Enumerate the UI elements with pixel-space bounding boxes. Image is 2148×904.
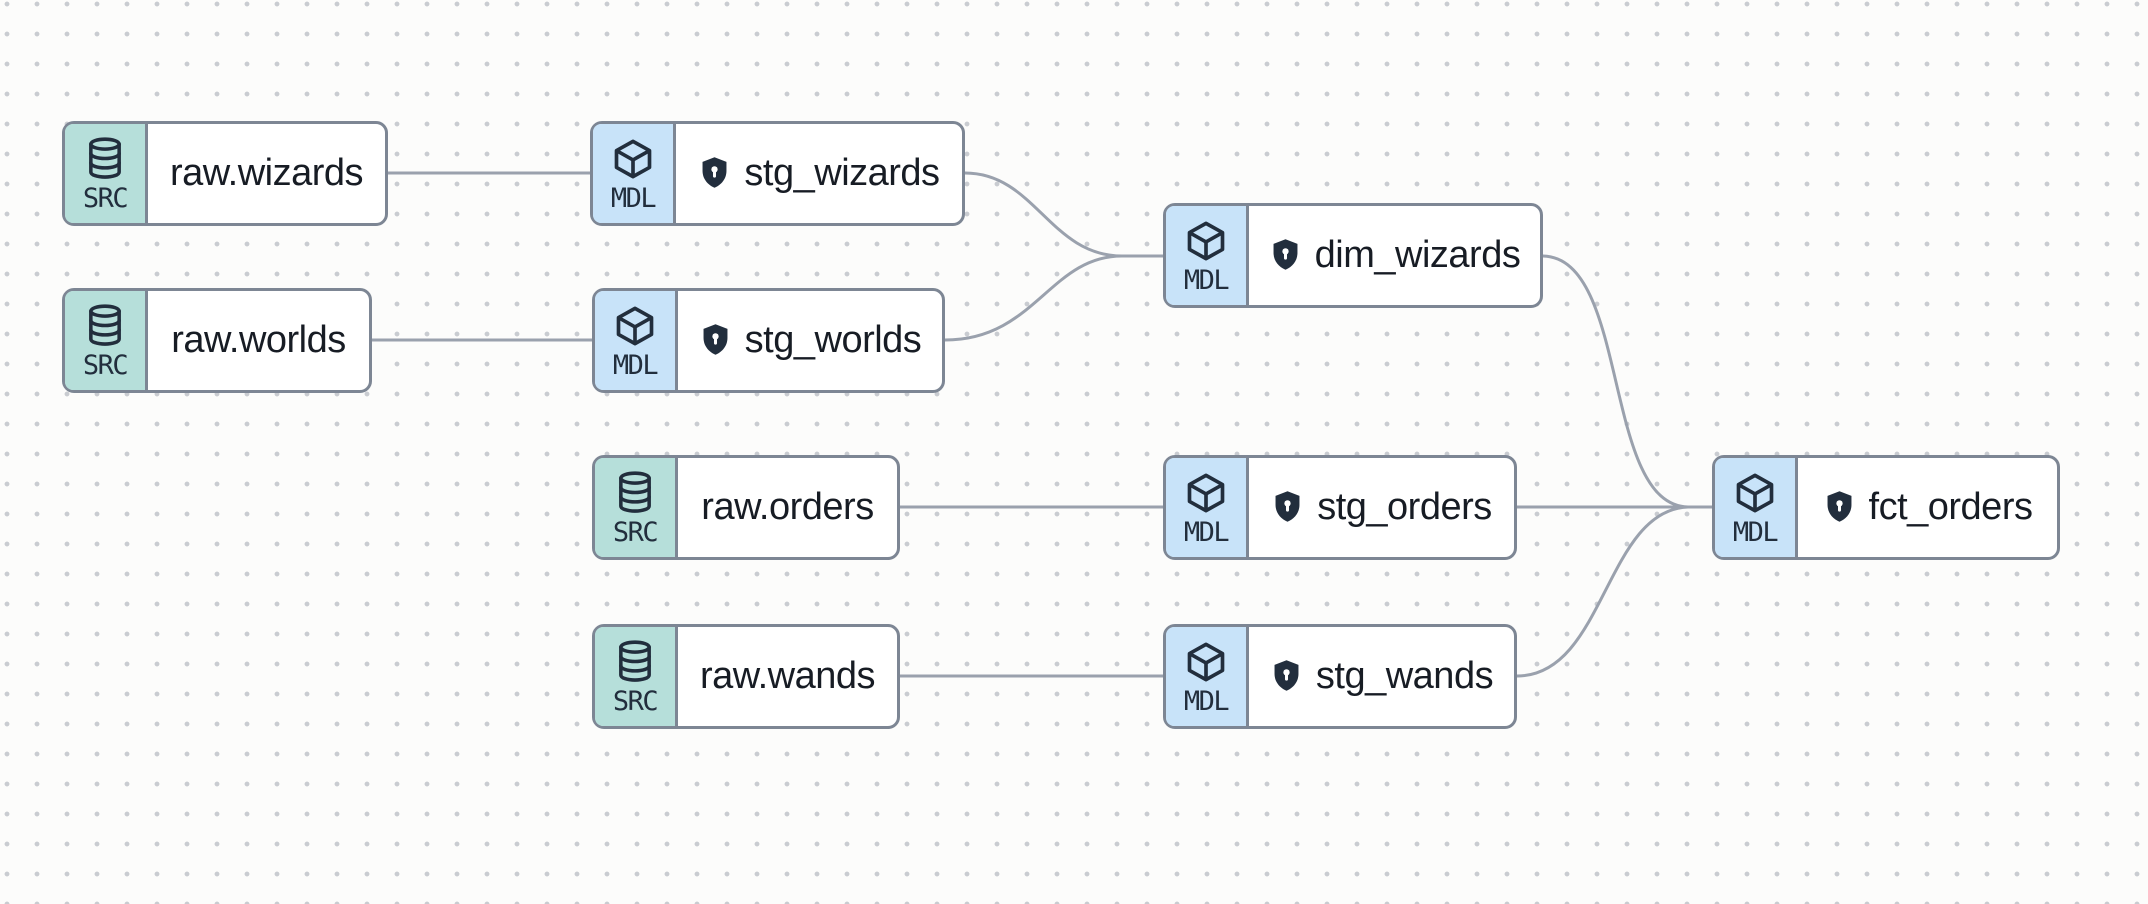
edge-stg_wands-to-fct_orders <box>1515 505 1714 678</box>
node-type-label: MDL <box>1732 516 1779 548</box>
node-body: raw.orders <box>678 458 897 557</box>
shield-lock-icon <box>699 322 732 359</box>
node-type-badge: SRC <box>65 124 148 223</box>
shield-lock-icon <box>698 155 731 192</box>
node-label: stg_wands <box>1315 655 1494 697</box>
node-dim_wizards[interactable]: MDL dim_wizards <box>1163 203 1543 308</box>
node-type-badge: SRC <box>595 627 678 726</box>
node-label: raw.wands <box>699 655 876 697</box>
node-fct_orders[interactable]: MDL fct_orders <box>1712 455 2060 560</box>
node-type-badge: SRC <box>595 458 678 557</box>
cube-icon <box>614 139 652 178</box>
cube-icon <box>616 306 654 345</box>
edge-dim_wizards-to-fct_orders <box>1541 254 1714 509</box>
node-type-badge: MDL <box>593 124 676 223</box>
node-type-label: SRC <box>612 685 659 717</box>
node-type-label: MDL <box>1183 264 1230 296</box>
node-type-badge: MDL <box>1715 458 1798 557</box>
node-label: dim_wizards <box>1314 234 1521 276</box>
node-label: stg_wizards <box>744 152 940 194</box>
node-type-badge: SRC <box>65 291 148 390</box>
shield-lock-icon <box>1269 237 1302 274</box>
node-label: fct_orders <box>1868 486 2033 528</box>
node-stg_wands[interactable]: MDL stg_wands <box>1163 624 1517 729</box>
edge-stg_wizards-to-dim_wizards <box>963 171 1165 258</box>
node-type-badge: MDL <box>595 291 678 390</box>
shield-lock-icon <box>1270 658 1303 695</box>
database-icon <box>619 639 651 682</box>
node-label: raw.wizards <box>170 152 364 194</box>
node-type-label: MDL <box>1183 685 1230 717</box>
node-label: stg_orders <box>1317 486 1492 528</box>
cube-icon <box>1187 642 1225 681</box>
edge-stg_worlds-to-dim_wizards <box>943 254 1165 342</box>
node-type-label: MDL <box>612 349 659 381</box>
node-stg_worlds[interactable]: MDL stg_worlds <box>592 288 945 393</box>
shield-lock-icon <box>1823 489 1856 526</box>
node-body: stg_orders <box>1249 458 1514 557</box>
node-raw_orders[interactable]: SRC raw.orders <box>592 455 900 560</box>
cube-icon <box>1187 221 1225 260</box>
node-raw_wands[interactable]: SRC raw.wands <box>592 624 900 729</box>
node-raw_wizards[interactable]: SRC raw.wizards <box>62 121 388 226</box>
node-body: stg_wands <box>1249 627 1514 726</box>
node-type-label: SRC <box>82 182 129 214</box>
node-body: raw.wands <box>678 627 897 726</box>
cube-icon <box>1187 473 1225 512</box>
node-body: dim_wizards <box>1249 206 1540 305</box>
node-body: raw.wizards <box>148 124 385 223</box>
node-type-label: SRC <box>612 516 659 548</box>
node-body: raw.worlds <box>148 291 369 390</box>
database-icon <box>89 136 121 179</box>
node-raw_worlds[interactable]: SRC raw.worlds <box>62 288 372 393</box>
node-type-label: MDL <box>1183 516 1230 548</box>
node-type-badge: MDL <box>1166 206 1249 305</box>
node-label: raw.orders <box>701 486 874 528</box>
shield-lock-icon <box>1271 489 1304 526</box>
node-stg_orders[interactable]: MDL stg_orders <box>1163 455 1517 560</box>
node-body: fct_orders <box>1798 458 2057 557</box>
node-stg_wizards[interactable]: MDL stg_wizards <box>590 121 965 226</box>
node-body: stg_worlds <box>678 291 942 390</box>
node-label: stg_worlds <box>744 319 922 361</box>
cube-icon <box>1736 473 1774 512</box>
node-type-label: MDL <box>610 182 657 214</box>
database-icon <box>619 470 651 513</box>
node-body: stg_wizards <box>676 124 962 223</box>
node-type-label: SRC <box>82 349 129 381</box>
node-type-badge: MDL <box>1166 627 1249 726</box>
node-label: raw.worlds <box>171 319 346 361</box>
node-type-badge: MDL <box>1166 458 1249 557</box>
database-icon <box>89 303 121 346</box>
